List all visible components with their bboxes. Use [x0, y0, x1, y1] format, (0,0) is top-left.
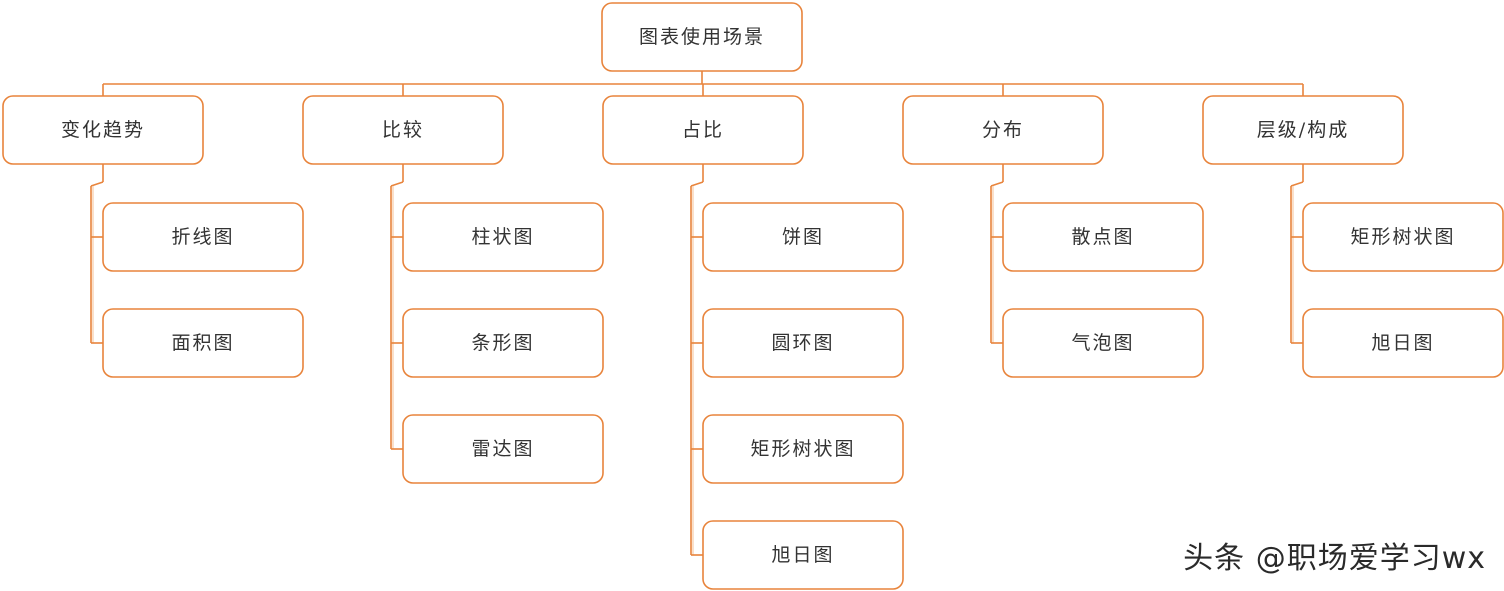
category-node-3: 分布	[902, 95, 1104, 165]
leaf-node-0-0-box	[102, 202, 304, 272]
leaf-node-2-0-label: 饼图	[782, 226, 824, 248]
leaf-node-0-1-box	[102, 308, 304, 378]
leaf-node-1-1: 条形图	[402, 308, 604, 378]
category-node-4-box	[1202, 95, 1404, 165]
watermark: 头条 @职场爱学习wx	[1183, 541, 1486, 576]
leaf-node-2-1-box	[702, 308, 904, 378]
category-bend-line-0	[90, 181, 104, 187]
category-node-4: 层级/构成	[1202, 95, 1404, 165]
category-node-1-label: 比较	[382, 119, 424, 141]
leaf-node-4-0-label: 矩形树状图	[1350, 226, 1455, 248]
leaf-node-1-2-label: 雷达图	[471, 438, 534, 460]
category-node-0: 变化趋势	[2, 95, 204, 165]
leaf-node-2-3-box	[702, 520, 904, 590]
leaf-node-1-0: 柱状图	[402, 202, 604, 272]
root-node-label: 图表使用场景	[639, 26, 765, 48]
category-node-0-box	[2, 95, 204, 165]
category-node-1-box	[302, 95, 504, 165]
leaf-node-3-1: 气泡图	[1002, 308, 1204, 378]
leaf-node-3-1-label: 气泡图	[1071, 332, 1134, 354]
leaf-node-3-0-label: 散点图	[1071, 226, 1134, 248]
leaf-node-2-1-label: 圆环图	[771, 332, 834, 354]
category-node-3-label: 分布	[982, 119, 1024, 141]
leaf-node-0-1: 面积图	[102, 308, 304, 378]
leaf-node-1-2: 雷达图	[402, 414, 604, 484]
leaf-node-2-3: 旭日图	[702, 520, 904, 590]
leaf-node-1-1-label: 条形图	[471, 332, 534, 354]
category-node-4-label: 层级/构成	[1257, 119, 1349, 141]
leaf-node-4-1-box	[1302, 308, 1504, 378]
category-node-1: 比较	[302, 95, 504, 165]
leaf-node-4-1-label: 旭日图	[1371, 332, 1434, 354]
category-bend-line-1	[390, 181, 404, 187]
leaf-node-4-1: 旭日图	[1302, 308, 1504, 378]
leaf-node-4-0: 矩形树状图	[1302, 202, 1504, 272]
category-node-2-label: 占比	[682, 119, 724, 141]
leaf-node-0-1-label: 面积图	[171, 332, 234, 354]
leaf-node-2-2-box	[702, 414, 904, 484]
category-node-2-box	[602, 95, 804, 165]
leaf-node-2-3-label: 旭日图	[771, 544, 834, 566]
category-node-2: 占比	[602, 95, 804, 165]
root-node-box	[601, 2, 803, 72]
leaf-node-0-0: 折线图	[102, 202, 304, 272]
leaf-node-1-0-label: 柱状图	[471, 226, 534, 248]
leaf-node-2-2: 矩形树状图	[702, 414, 904, 484]
leaf-node-2-1: 圆环图	[702, 308, 904, 378]
root-node: 图表使用场景	[601, 2, 803, 72]
leaf-node-4-0-box	[1302, 202, 1504, 272]
category-bend-line-3	[990, 181, 1004, 187]
category-node-3-box	[902, 95, 1104, 165]
leaf-node-1-1-box	[402, 308, 604, 378]
leaf-node-2-0-box	[702, 202, 904, 272]
leaf-node-3-0-box	[1002, 202, 1204, 272]
category-bend-line-2	[690, 181, 704, 187]
leaf-node-3-0: 散点图	[1002, 202, 1204, 272]
category-bend-line-4	[1290, 181, 1304, 187]
category-node-0-label: 变化趋势	[61, 119, 145, 141]
leaf-node-1-2-box	[402, 414, 604, 484]
leaf-node-1-0-box	[402, 202, 604, 272]
leaf-node-3-1-box	[1002, 308, 1204, 378]
connector-lines	[90, 71, 1304, 556]
leaf-node-2-2-label: 矩形树状图	[750, 438, 855, 460]
leaf-node-0-0-label: 折线图	[171, 226, 234, 248]
leaf-node-2-0: 饼图	[702, 202, 904, 272]
